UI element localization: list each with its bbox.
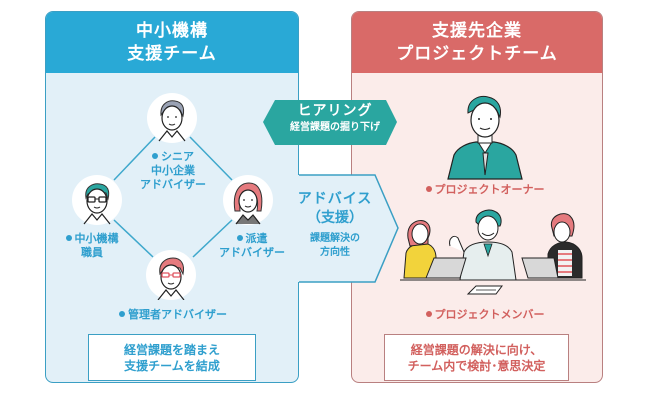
bullet-icon [119, 311, 125, 317]
project-team-panel: 支援先企業 プロジェクトチーム [351, 11, 603, 383]
project-team-title-line1: 支援先企業 [432, 20, 522, 41]
dispatched-advisor-label: 派遣 アドバイザー [219, 232, 285, 259]
team-connector-lines [113, 136, 233, 258]
support-team-title-line2: 支援チーム [127, 43, 217, 64]
project-team-header: 支援先企業 プロジェクトチーム [352, 12, 602, 73]
manager-advisor-label: 管理者アドバイザー [100, 308, 246, 322]
bullet-icon [425, 311, 432, 317]
project-team-title-line2: プロジェクトチーム [396, 43, 558, 64]
hearing-subtitle: 経営課題の掘り下げ [290, 122, 380, 133]
hearing-label: ヒアリング 経営課題の掘り下げ [275, 102, 395, 136]
project-members-illustration [400, 209, 586, 295]
bullet-icon [65, 235, 72, 241]
senior-advisor-avatar [147, 93, 197, 143]
manager-advisor-avatar [146, 250, 196, 300]
staff-avatar [72, 175, 122, 225]
project-team-note: 経営課題の解決に向け、 チーム内で検討･意思決定 [384, 334, 569, 381]
bullet-icon [152, 153, 158, 159]
support-team-note: 経営課題を踏まえ 支援チームを結成 [88, 334, 256, 381]
advice-subtitle-line1: 課題解決の [310, 233, 360, 244]
bullet-icon [425, 186, 432, 192]
advice-title: アドバイス [297, 191, 373, 207]
project-owner-illustration [447, 96, 523, 180]
project-owner-label: プロジェクトオーナー [400, 183, 570, 197]
staff-label: 中小機構 職員 [52, 232, 132, 260]
bullet-icon [236, 235, 243, 241]
advice-arrow-shape [297, 174, 399, 283]
hearing-title: ヒアリング [297, 103, 373, 119]
advice-title-paren: （支援） [307, 210, 363, 226]
advice-label: アドバイス （支援） 課題解決の 方向性 [290, 190, 380, 260]
advice-subtitle-line2: 方向性 [320, 247, 350, 258]
dispatched-advisor-avatar [223, 175, 273, 225]
hearing-arrow-shape [263, 100, 397, 145]
senior-advisor-label: シニア 中小企業 アドバイザー [140, 150, 206, 191]
support-team-header: 中小機構 支援チーム [46, 12, 298, 73]
project-members-label: プロジェクトメンバー [400, 308, 570, 322]
support-team-title-line1: 中小機構 [136, 20, 208, 41]
